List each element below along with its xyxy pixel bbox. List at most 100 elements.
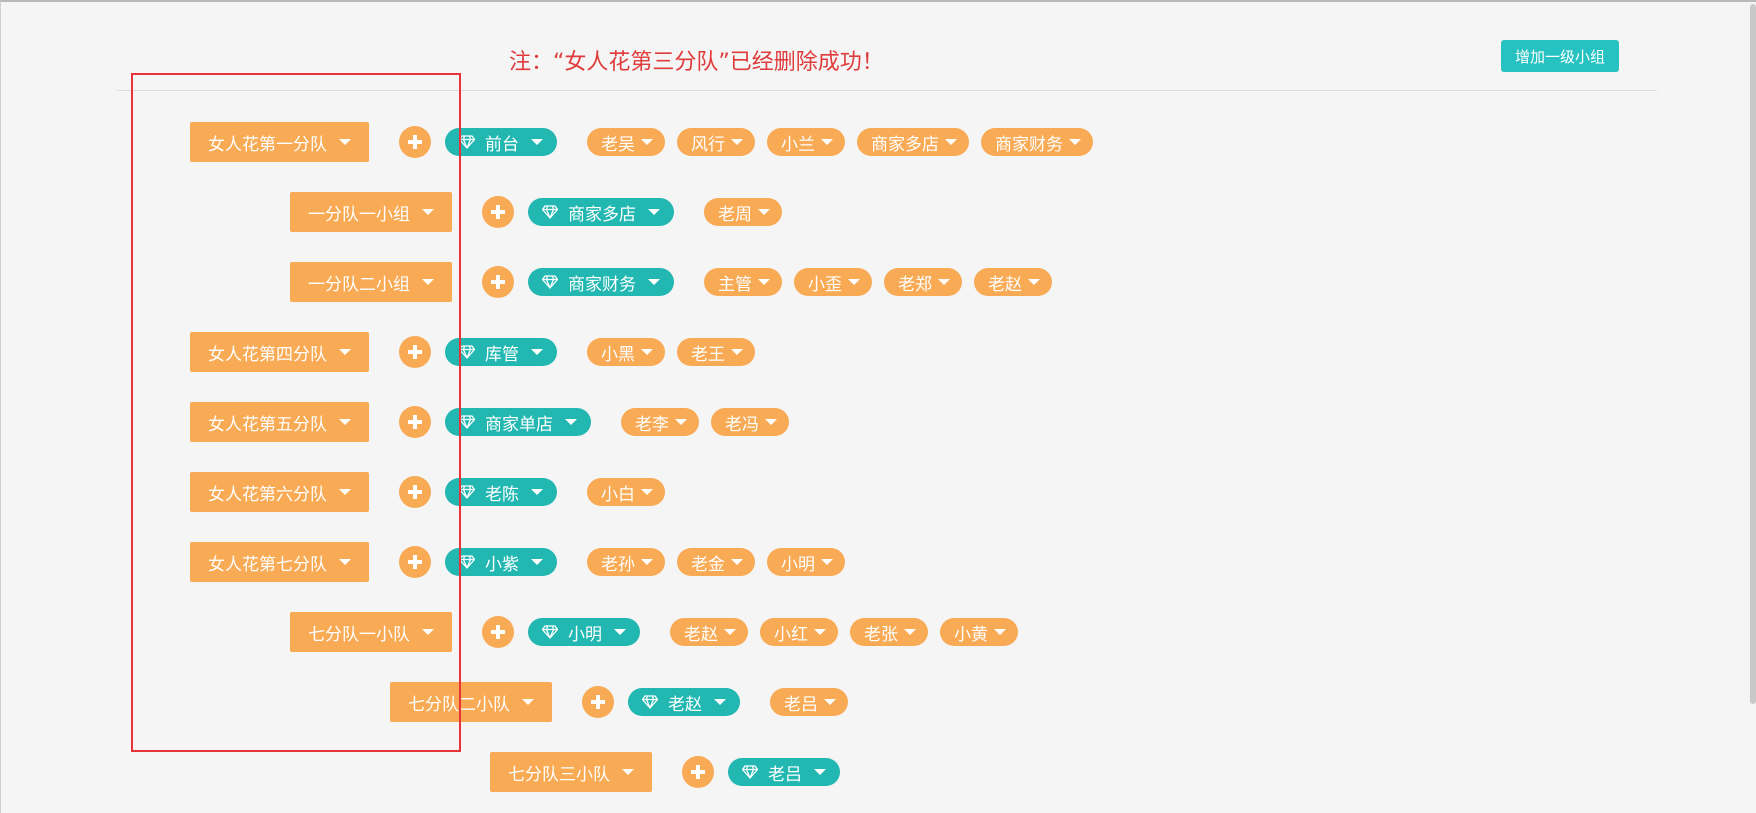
member-tag[interactable]: 老张 (850, 618, 928, 646)
member-tag[interactable]: 老冯 (711, 408, 789, 436)
plus-circle-icon (405, 342, 425, 362)
add-member-button[interactable] (399, 546, 431, 578)
caret-down-icon (731, 139, 743, 145)
member-name: 小歪 (808, 274, 842, 295)
member-tag[interactable]: 老赵 (670, 618, 748, 646)
caret-down-icon (531, 139, 543, 145)
diamond-icon (459, 555, 475, 569)
member-tag[interactable]: 老吴 (587, 128, 665, 156)
member-tag[interactable]: 老王 (677, 338, 755, 366)
member-tag[interactable]: 老周 (704, 198, 782, 226)
caret-down-icon (614, 629, 626, 635)
group-dropdown-button[interactable]: 女人花第六分队 (190, 472, 369, 512)
member-list: 老孙老金小明 (575, 548, 845, 576)
member-tag[interactable]: 小黄 (940, 618, 1018, 646)
diamond-icon (542, 625, 558, 639)
group-row: 女人花第一分队 前台 老吴风行小兰商家多店商家财务 (190, 122, 1093, 162)
member-tag[interactable]: 老孙 (587, 548, 665, 576)
member-tag[interactable]: 老赵 (974, 268, 1052, 296)
leader-tag[interactable]: 老赵 (628, 688, 740, 716)
member-name: 老吕 (784, 694, 818, 715)
group-name: 女人花第五分队 (208, 414, 327, 435)
add-member-button[interactable] (399, 126, 431, 158)
group-row: 七分队二小队 老赵 老吕 (390, 682, 848, 722)
group-dropdown-button[interactable]: 一分队二小组 (290, 262, 452, 302)
member-list: 老李老冯 (609, 408, 789, 436)
caret-down-icon (758, 209, 770, 215)
member-name: 老王 (691, 344, 725, 365)
add-member-button[interactable] (482, 616, 514, 648)
plus-circle-icon (405, 412, 425, 432)
add-top-level-group-button[interactable]: 增加一级小组 (1501, 40, 1619, 72)
leader-name: 老陈 (485, 484, 519, 505)
group-row: 女人花第四分队 库管 小黑 老王 (190, 332, 755, 372)
member-tag[interactable]: 主管 (704, 268, 782, 296)
leader-name: 老赵 (668, 694, 702, 715)
group-dropdown-button[interactable]: 女人花第一分队 (190, 122, 369, 162)
member-tag[interactable]: 老吕 (770, 688, 848, 716)
caret-down-icon (565, 419, 577, 425)
add-member-button[interactable] (399, 476, 431, 508)
leader-tag[interactable]: 小明 (528, 618, 640, 646)
add-member-button[interactable] (682, 756, 714, 788)
member-tag[interactable]: 商家财务 (981, 128, 1093, 156)
caret-down-icon (1069, 139, 1081, 145)
member-tag[interactable]: 商家多店 (857, 128, 969, 156)
group-row: 女人花第五分队 商家单店 老李老冯 (190, 402, 789, 442)
member-tag[interactable]: 小歪 (794, 268, 872, 296)
member-name: 老赵 (988, 274, 1022, 295)
member-tag[interactable]: 老金 (677, 548, 755, 576)
caret-down-icon (675, 419, 687, 425)
leader-tag[interactable]: 前台 (445, 128, 557, 156)
group-dropdown-button[interactable]: 七分队二小队 (390, 682, 552, 722)
group-row: 女人花第七分队小紫老孙老金小明 (190, 542, 845, 582)
member-tag[interactable]: 小黑 (587, 338, 665, 366)
group-dropdown-button[interactable]: 女人花第四分队 (190, 332, 369, 372)
plus-circle-icon (405, 482, 425, 502)
diamond-icon (459, 135, 475, 149)
group-name: 女人花第六分队 (208, 484, 327, 505)
member-tag[interactable]: 小白 (587, 478, 665, 506)
plus-circle-icon (588, 692, 608, 712)
caret-down-icon (758, 279, 770, 285)
leader-tag[interactable]: 商家财务 (528, 268, 674, 296)
group-name: 七分队三小队 (508, 764, 610, 785)
member-tag[interactable]: 风行 (677, 128, 755, 156)
add-member-button[interactable] (399, 406, 431, 438)
member-tag[interactable]: 老郑 (884, 268, 962, 296)
header-divider (117, 90, 1657, 91)
leader-tag[interactable]: 老陈 (445, 478, 557, 506)
add-member-button[interactable] (482, 266, 514, 298)
group-dropdown-button[interactable]: 七分队一小队 (290, 612, 452, 652)
member-tag[interactable]: 小红 (760, 618, 838, 646)
leader-name: 商家单店 (485, 414, 553, 435)
leader-tag[interactable]: 商家多店 (528, 198, 674, 226)
leader-tag[interactable]: 库管 (445, 338, 557, 366)
add-member-button[interactable] (482, 196, 514, 228)
caret-down-icon (641, 349, 653, 355)
add-member-button[interactable] (399, 336, 431, 368)
leader-tag[interactable]: 小紫 (445, 548, 557, 576)
caret-down-icon (522, 699, 534, 705)
caret-down-icon (339, 419, 351, 425)
member-tag[interactable]: 小明 (767, 548, 845, 576)
member-list: 老周 (692, 198, 782, 226)
diamond-icon (459, 485, 475, 499)
group-dropdown-button[interactable]: 女人花第五分队 (190, 402, 369, 442)
group-dropdown-button[interactable]: 女人花第七分队 (190, 542, 369, 582)
member-tag[interactable]: 老李 (621, 408, 699, 436)
member-tag[interactable]: 小兰 (767, 128, 845, 156)
vertical-scrollbar[interactable] (1750, 4, 1756, 704)
caret-down-icon (724, 629, 736, 635)
caret-down-icon (821, 139, 833, 145)
leader-tag[interactable]: 老吕 (728, 758, 840, 786)
add-member-button[interactable] (582, 686, 614, 718)
caret-down-icon (531, 349, 543, 355)
group-dropdown-button[interactable]: 一分队一小组 (290, 192, 452, 232)
leader-tag[interactable]: 商家单店 (445, 408, 591, 436)
plus-circle-icon (405, 132, 425, 152)
caret-down-icon (531, 489, 543, 495)
group-dropdown-button[interactable]: 七分队三小队 (490, 752, 652, 792)
caret-down-icon (422, 279, 434, 285)
